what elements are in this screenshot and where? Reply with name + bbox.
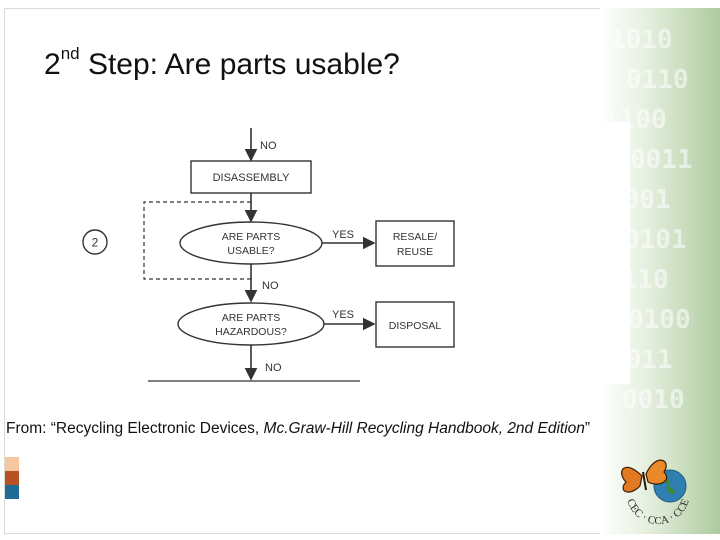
svg-text:1010: 1010 (610, 25, 673, 55)
label-no-top: NO (260, 140, 277, 152)
label-q1-line1: ARE PARTS (222, 231, 281, 243)
svg-text:0101: 0101 (624, 225, 687, 255)
label-disposal: DISPOSAL (389, 320, 442, 332)
slide-title: 2nd Step: Are parts usable? (44, 44, 400, 82)
svg-text:0110: 0110 (626, 65, 689, 95)
decision-parts-hazardous (177, 302, 325, 346)
citation-prefix: From: “Recycling Electronic Devices, (6, 420, 264, 437)
box-resale-reuse (375, 220, 455, 267)
svg-text:0100: 0100 (628, 305, 691, 335)
svg-text:0011: 0011 (630, 145, 693, 175)
accent-square-orange (5, 471, 19, 485)
label-q2-line2: HAZARDOUS? (215, 326, 287, 338)
title-superscript: nd (60, 44, 80, 63)
cec-logo: CEC · CCA · CCE (612, 442, 704, 534)
label-q2-line1: ARE PARTS (222, 312, 281, 324)
label-resale-line1: RESALE/ (393, 231, 437, 243)
accent-square-light (5, 457, 19, 471)
title-text: Step: Are parts usable? (79, 48, 400, 81)
citation-suffix: ” (584, 420, 591, 437)
svg-text:0010: 0010 (622, 385, 685, 415)
step-number: 2 (92, 236, 99, 250)
decision-parts-usable (179, 221, 323, 265)
label-yes1: YES (332, 229, 354, 241)
label-q1-line2: USABLE? (227, 245, 274, 257)
box-disposal (375, 301, 455, 348)
label-disassembly: DISASSEMBLY (213, 172, 290, 184)
label-no-mid: NO (262, 280, 279, 292)
source-citation: From: “Recycling Electronic Devices, Mc.… (6, 420, 590, 438)
step-number-circle (82, 229, 108, 255)
accent-square-blue (5, 485, 19, 499)
citation-title: Mc.Graw-Hill Recycling Handbook, 2nd Edi… (263, 420, 585, 437)
label-yes2: YES (332, 309, 354, 321)
butterfly-icon (621, 466, 643, 493)
label-resale-line2: REUSE (397, 246, 433, 258)
title-number: 2 (44, 48, 61, 81)
label-no-bottom: NO (265, 362, 282, 374)
svg-text:CEC · CCA · CCE: CEC · CCA · CCE (624, 497, 692, 527)
flowchart: NO DISASSEMBLY 2 ARE PARTS USABLE? YES R… (70, 122, 630, 384)
logo-text: CEC · CCA · CCE (624, 497, 692, 527)
